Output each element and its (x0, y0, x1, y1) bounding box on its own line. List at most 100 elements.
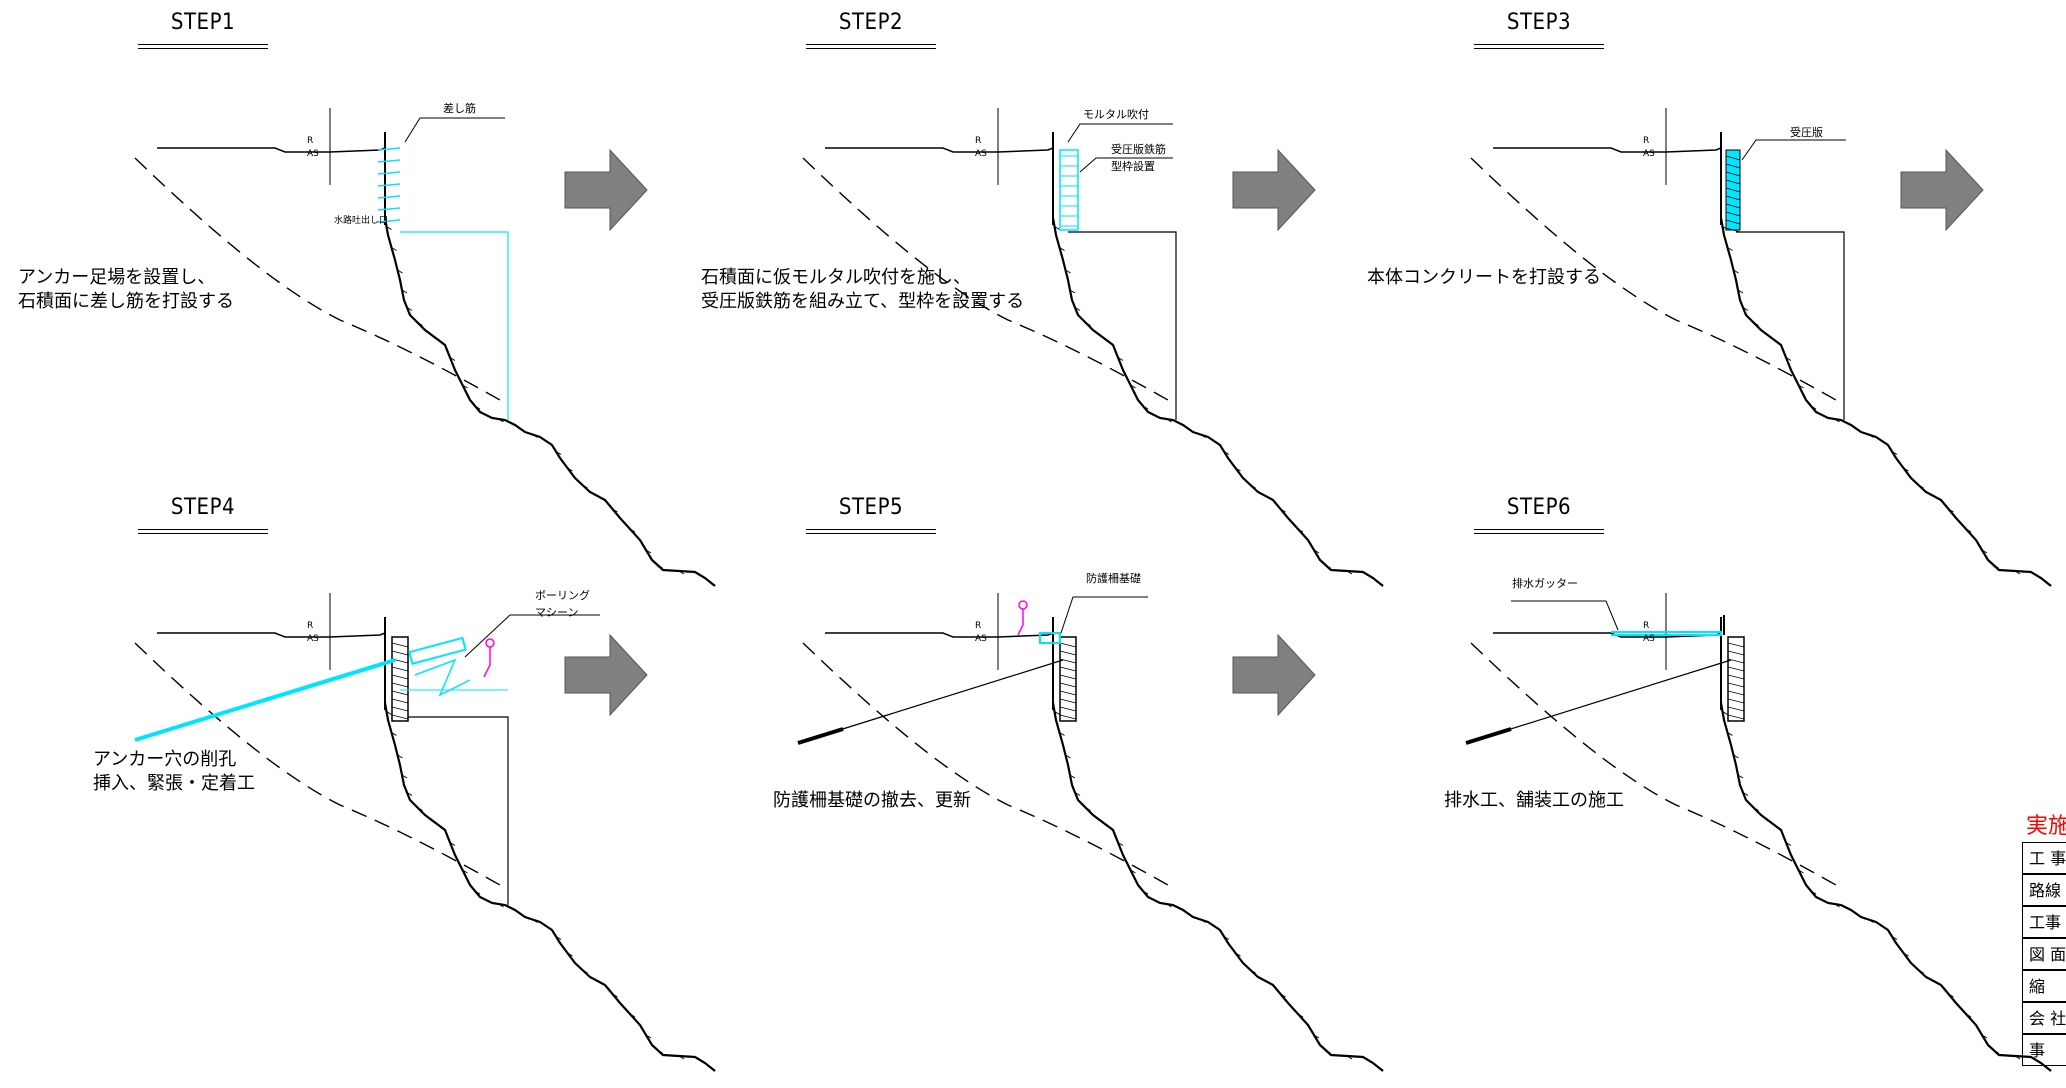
slope-hatch (2035, 574, 2042, 579)
slope-hatch (1727, 247, 1733, 251)
slope-hatch (434, 822, 441, 826)
caption-line: 挿入、緊張・定着工 (93, 773, 255, 794)
excavation-dashed-line (1470, 157, 1837, 401)
road-label-as: AS (975, 634, 987, 644)
caption-line: 排水工、舗装工の施工 (1444, 790, 1624, 811)
title-block-row: 図 面 (2022, 938, 2066, 970)
plate-hatch (1725, 211, 1741, 217)
slope-hatch (1821, 899, 1828, 904)
slope-hatch (485, 899, 492, 904)
callout-label-outlet: 水路吐出し口 (334, 216, 389, 226)
plate-hatch (1727, 698, 1745, 704)
slope-hatch (1845, 422, 1852, 426)
slope-hatch (1948, 993, 1954, 998)
slope-hatch (1142, 405, 1149, 410)
road-label-as: AS (975, 149, 987, 159)
guard-fence-foundation (1039, 632, 1061, 644)
title-block-row: 縮 (2022, 970, 2066, 1002)
callout-label-sashikin: 差し筋 (443, 102, 476, 115)
slope-hatch (1117, 357, 1124, 361)
slope-hatch (1142, 890, 1149, 895)
plate-hatch (1059, 714, 1077, 720)
step-panel-3: STEP3 本体コンクリートを打設する 受圧版 R AS (1336, 0, 2003, 520)
road-label-r: R (975, 621, 982, 631)
slope-hatch (555, 936, 562, 940)
anchor-bond-length (797, 727, 844, 745)
slope-hatch (532, 919, 538, 923)
road-label-r: R (307, 136, 314, 146)
slope-hatch (1753, 322, 1759, 326)
leader-line (1079, 157, 1173, 173)
callout-label-formwork: 型枠設置 (1111, 160, 1155, 173)
step-panel-2: STEP2 石積面に仮モルタル吹付を施し、 受圧版鉄筋を組み立て、型枠を設置する… (668, 0, 1335, 520)
leader-line (404, 117, 505, 143)
slope-hatch (1297, 528, 1304, 533)
excavation-dashed-line (134, 642, 501, 886)
step-title: STEP6 (1506, 495, 1572, 520)
plate-hatch (1727, 706, 1745, 712)
slope-hatch (406, 307, 413, 311)
slope-hatch (1250, 484, 1256, 489)
dowel-bar (377, 219, 401, 223)
slope-hatch (532, 434, 538, 438)
slope-hatch (1054, 226, 1060, 230)
excavation-dashed-line (802, 642, 1169, 886)
slope-hatch (1737, 774, 1744, 779)
slope-hatch (519, 428, 526, 432)
rebar-cage (1059, 149, 1079, 231)
anchor-bond-length (1465, 727, 1512, 745)
slope-hatch (1065, 754, 1071, 759)
dowel-bar (377, 183, 401, 187)
slope-hatch (1918, 484, 1924, 489)
slope-hatch (1187, 428, 1194, 432)
slope-hatch (1733, 269, 1739, 274)
slope-hatch (645, 1034, 652, 1039)
slope-hatch (2035, 1059, 2042, 1064)
step-caption: 防護柵基礎の撤去、更新 (773, 789, 971, 813)
step-title: STEP3 (1506, 10, 1572, 35)
slope-hatch (1891, 936, 1898, 940)
slope-hatch (462, 384, 468, 389)
excavation-dashed-line (1470, 642, 1837, 886)
slope-hatch (1213, 925, 1220, 930)
slope-hatch (1868, 919, 1874, 923)
slope-hatch (2014, 1055, 2021, 1060)
slope-hatch (657, 564, 663, 569)
slope-hatch (612, 508, 618, 513)
road-surface-line (825, 632, 1054, 638)
plate-hatch (1727, 690, 1745, 696)
plate-hatch (1725, 155, 1741, 161)
slope-hatch (582, 969, 588, 974)
title-underline (806, 529, 936, 534)
slope-hatch (1223, 936, 1230, 940)
leader-line (1067, 123, 1173, 143)
slope-hatch (545, 925, 552, 930)
plate-hatch (391, 714, 409, 720)
slope-hatch (449, 357, 456, 361)
plate-hatch (1725, 179, 1741, 185)
slope-hatch (699, 1059, 706, 1064)
title-block-row: 工事 (2022, 906, 2066, 938)
slope-hatch (397, 754, 403, 759)
slope-hatch (1223, 451, 1230, 455)
step-panel-1: STEP1 アンカー足場を設置し、 石積面に差し筋を打設する 差し筋 水路吐出し… (0, 0, 667, 520)
section-drawing-5 (797, 593, 1384, 1072)
section-drawing-3 (1470, 108, 2052, 587)
plate-hatch (1059, 642, 1077, 648)
callout-label-machine: マシーン (535, 606, 579, 619)
callout-label-guard: 防護柵基礎 (1086, 572, 1141, 585)
title-block: 実施 工 事 路線 工事 図 面 縮 会 社 事 (2022, 808, 2066, 1088)
slope-hatch (1085, 322, 1091, 326)
plate-hatch (391, 690, 409, 696)
road-surface-line (825, 147, 1054, 153)
dowel-bar (377, 147, 401, 151)
slope-hatch (1881, 440, 1888, 445)
title-block-row: 会 社 (2022, 1002, 2066, 1034)
slope-hatch (1325, 564, 1331, 569)
road-label-as: AS (307, 149, 319, 159)
step-caption: 石積面に仮モルタル吹付を施し、 受圧版鉄筋を組み立て、型枠を設置する (701, 266, 1024, 314)
slope-hatch (1785, 357, 1792, 361)
slope-hatch (1834, 903, 1840, 908)
slope-hatch (1727, 732, 1733, 736)
